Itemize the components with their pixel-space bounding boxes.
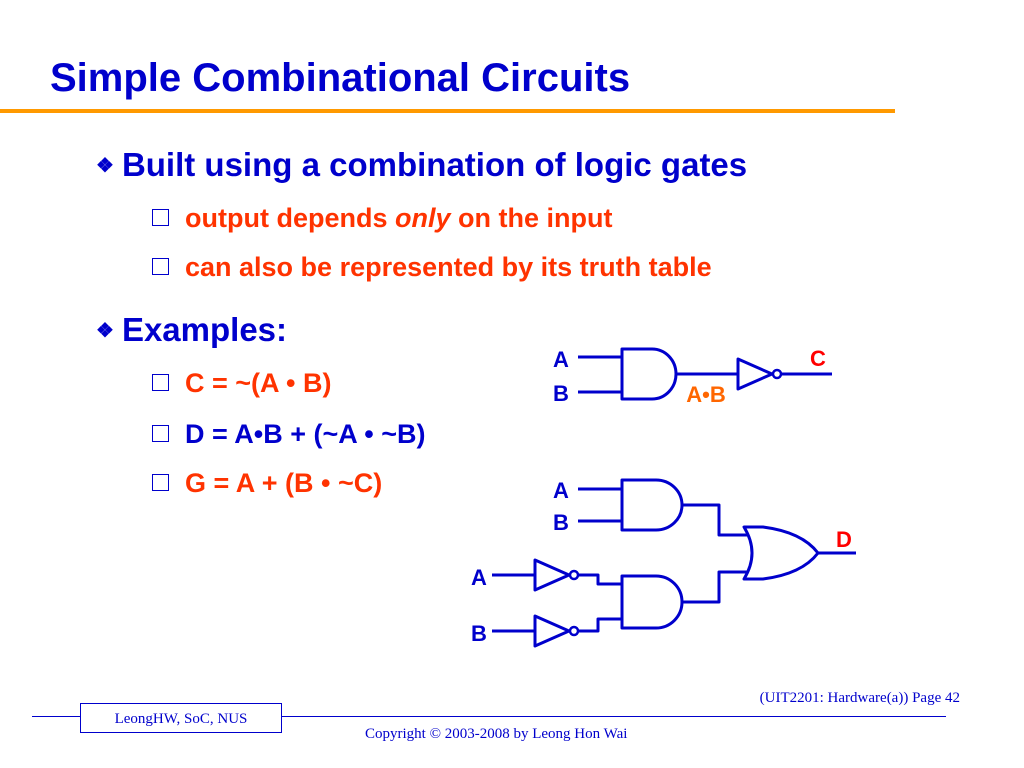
square-bullet-icon xyxy=(152,209,169,226)
example-text: D = A•B + (~A • ~B) xyxy=(185,419,426,449)
sub-bullet-text: can also be represented by its truth tab… xyxy=(185,252,712,282)
inverter-bubble-1 xyxy=(771,368,783,380)
diamond-bullet-icon: ❖ xyxy=(96,155,114,177)
inverter-bubble-3 xyxy=(568,625,580,637)
label-input-b2: B xyxy=(471,621,487,646)
sub-bullet-truth-table: can also be represented by its truth tab… xyxy=(152,252,712,283)
square-bullet-icon xyxy=(152,258,169,275)
square-bullet-icon xyxy=(152,474,169,491)
circuit-d xyxy=(492,478,856,648)
and-gate-3 xyxy=(620,574,684,630)
label-input-b: B xyxy=(553,381,569,406)
footer-copyright: Copyright © 2003-2008 by Leong Hon Wai xyxy=(365,726,628,742)
footer-author-box: LeongHW, SoC, NUS xyxy=(80,703,282,733)
wire-not3-to-and3 xyxy=(578,617,622,633)
not-gate-2 xyxy=(533,558,571,592)
bullet-text: Built using a combination of logic gates xyxy=(121,146,748,183)
square-bullet-icon xyxy=(152,374,169,391)
not-gate-1 xyxy=(736,357,774,391)
label-input-a1: A xyxy=(553,478,569,503)
bullet-logic-gates: ❖ Built using a combination of logic gate… xyxy=(96,146,747,184)
and-gate-1 xyxy=(620,347,678,401)
sub-bullet-depends: output depends only on the input xyxy=(152,203,612,234)
example-d: D = A•B + (~A • ~B) xyxy=(152,419,425,450)
label-intermediate: A•B xyxy=(686,382,725,407)
sub-bullet-text-emphasis: only xyxy=(394,203,451,233)
example-g: G = A + (B • ~C) xyxy=(152,468,382,499)
example-text: G = A + (B • ~C) xyxy=(185,468,383,498)
label-input-b1: B xyxy=(553,510,569,535)
bullet-text: Examples: xyxy=(121,311,288,348)
circuit-c xyxy=(578,347,832,401)
slide-title: Simple Combinational Circuits xyxy=(50,56,631,100)
bullet-examples: ❖ Examples: xyxy=(96,311,287,349)
wire-and2-to-or xyxy=(682,503,748,537)
or-gate xyxy=(742,525,820,581)
footer-rule-left xyxy=(32,716,80,717)
footer-rule-right xyxy=(282,716,946,717)
title-underline xyxy=(0,109,895,113)
sub-bullet-text-pre: output depends xyxy=(185,203,395,233)
wire-and3-to-or xyxy=(682,570,748,604)
inverter-bubble-2 xyxy=(568,569,580,581)
label-output-c: C xyxy=(810,346,826,371)
square-bullet-icon xyxy=(152,425,169,442)
label-output-d: D xyxy=(836,527,852,552)
and-gate-2 xyxy=(620,478,684,532)
label-input-a: A xyxy=(553,347,569,372)
footer-page-ref: (UIT2201: Hardware(a)) Page 42 xyxy=(759,690,960,706)
sub-bullet-text-post: on the input xyxy=(450,203,613,233)
wire-not2-to-and3 xyxy=(578,573,622,586)
not-gate-3 xyxy=(533,614,571,648)
example-text: C = ~(A • B) xyxy=(185,368,332,398)
diamond-bullet-icon: ❖ xyxy=(96,320,114,342)
example-c: C = ~(A • B) xyxy=(152,368,331,399)
label-input-a2: A xyxy=(471,565,487,590)
